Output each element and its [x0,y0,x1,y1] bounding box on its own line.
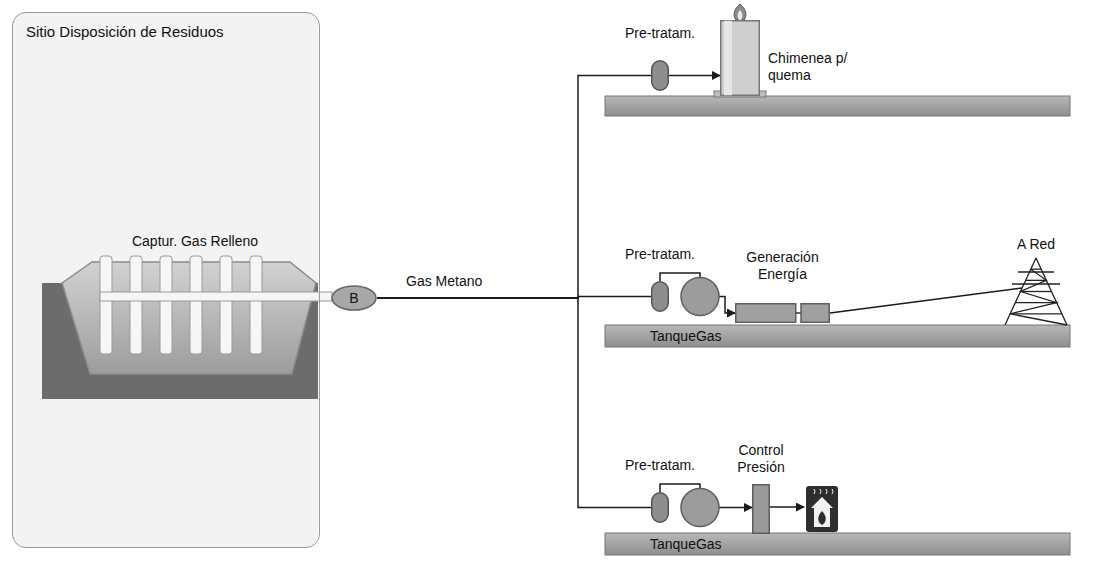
gas-tank [681,489,719,527]
node-label: Pre-tratam. [625,457,695,474]
flare-chimney [720,20,760,96]
power-tower [1021,291,1052,292]
flow-label: Gas Metano [406,273,482,290]
blower-circle [332,286,376,310]
house-icon [806,486,838,532]
flare-chimney [724,21,732,96]
pretreatment-vessel [651,60,669,91]
house-icon [811,497,833,527]
pretreatment-vessel: Pre-tratam. [651,492,669,523]
gas-well [250,256,262,354]
generator-box [801,304,829,323]
node-label: Control Presión [726,442,796,476]
power-generator [735,303,830,323]
house-icon [806,486,838,532]
part-label: Captur. Gas Relleno [132,233,258,250]
flare-chimney: Chimenea p/ quema [720,20,760,96]
part-label: TanqueGas [650,328,722,345]
power-generator: Generación Energía [735,303,830,323]
gas-well [130,256,142,354]
house-icon [814,489,833,494]
gas-tank [681,278,719,316]
site-box: BSitio Disposición de Residuos [12,12,320,548]
power-cable [830,288,1022,313]
node-label: A Red [1017,236,1055,253]
flare-flame [734,4,746,20]
region-title: Sitio Disposición de Residuos [13,13,319,51]
power-tower [1015,302,1056,303]
gas-well [100,256,112,354]
pretreatment-vessel: Pre-tratam. [651,281,669,312]
power-tower [1012,272,1060,284]
ground-slab [605,533,1070,555]
ground-slab [605,325,1070,347]
flare-flame [734,4,746,20]
pretreatment-vessel: Pre-tratam. [651,60,669,91]
ground-slab [605,96,1070,116]
node-label: Generación Energía [741,249,825,283]
pressure-control [753,485,770,534]
pressure-control: Control Presión [752,484,770,534]
gas-well [220,256,232,354]
flare-flame [738,10,743,20]
gas-header-pipe [100,292,332,301]
site-fill [12,12,318,548]
landfill [42,256,332,399]
blower-circle: B [331,285,377,311]
power-tower: A Red [1005,258,1067,325]
gas-pipe [377,298,651,508]
power-tower [1026,280,1047,281]
power-tower [1005,258,1067,325]
gas-pipe [669,75,720,77]
node-label: Pre-tratam. [625,246,695,263]
gas-well [160,256,172,354]
pretreatment-vessel [651,492,669,523]
pretreatment-vessel [651,281,669,312]
gas-well [190,256,202,354]
ground-slab [605,96,1070,555]
power-tower [1010,313,1062,314]
pretreatment-vessel [652,282,669,312]
node-label: Chimenea p/ quema [768,50,860,84]
pressure-control [752,484,770,534]
house-icon [818,511,826,525]
gas-pipe [377,76,651,299]
power-tower [1005,258,1067,325]
pretreatment-vessel [652,61,669,91]
pretreatment-vessel [652,493,669,523]
flare-chimney [721,21,760,96]
node-label: Pre-tratam. [625,25,695,42]
supply-line [770,506,804,508]
power-tower [1005,258,1067,325]
node-label: B [331,285,377,311]
engine-box [736,304,796,323]
power-tower [1010,269,1067,325]
part-label: TanqueGas [650,536,722,553]
gas-well [100,256,262,354]
